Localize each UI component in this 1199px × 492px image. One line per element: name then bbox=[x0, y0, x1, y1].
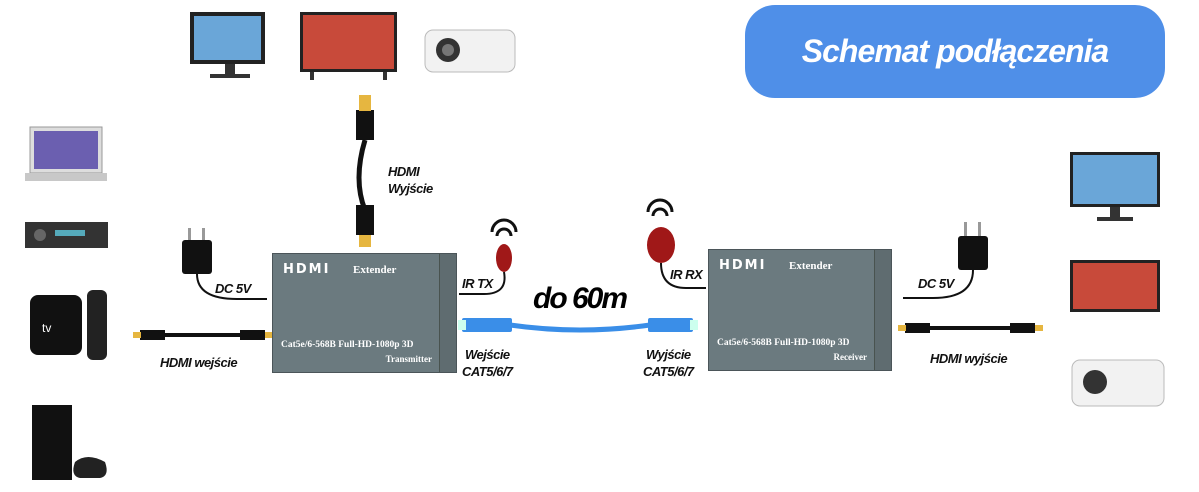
cat-cable bbox=[458, 318, 698, 333]
device-label: Extender bbox=[789, 260, 833, 272]
tv-icon-right bbox=[1070, 260, 1160, 312]
projector-icon bbox=[424, 29, 516, 73]
ir-rx-label: IR RX bbox=[670, 267, 703, 282]
dc-label-right: DC 5V bbox=[918, 276, 954, 291]
device-label: Extender bbox=[353, 264, 397, 276]
distance-label: do 60m bbox=[533, 282, 628, 315]
label-line: Wejście bbox=[464, 347, 510, 362]
ir-tx-label: IR TX bbox=[462, 276, 493, 291]
ir-receiver-icon bbox=[646, 198, 706, 289]
hdmi-logo: HDMI bbox=[283, 262, 331, 277]
hdmi-input-label: HDMI wejście bbox=[160, 355, 238, 370]
monitor-icon-right bbox=[1070, 152, 1160, 221]
device-model: Cat5e/6-568B Full-HD-1080p 3D bbox=[717, 338, 850, 348]
hdmi-output-cable-right bbox=[898, 323, 1043, 333]
hdmi-input-cable bbox=[133, 330, 273, 340]
hdmi-output-label: HDMI Wyjście bbox=[388, 163, 433, 197]
monitor-icon bbox=[190, 12, 265, 78]
device-side bbox=[874, 250, 891, 370]
label-line: Wyjście bbox=[388, 181, 433, 196]
ps4-console-icon bbox=[32, 405, 107, 480]
device-role: Transmitter bbox=[385, 354, 432, 364]
device-side bbox=[439, 254, 456, 372]
receiver-device: HDMI Extender Cat5e/6-568B Full-HD-1080p… bbox=[708, 249, 892, 371]
apple-tv-icon: tv bbox=[30, 290, 107, 360]
label-line: HDMI bbox=[388, 164, 420, 179]
power-adapter-icon bbox=[182, 228, 267, 300]
dc-label-left: DC 5V bbox=[215, 281, 251, 296]
av-receiver-icon bbox=[25, 222, 108, 248]
laptop-icon bbox=[25, 126, 107, 181]
projector-icon-right bbox=[1071, 359, 1165, 407]
transmitter-device: HDMI Extender Cat5e/6-568B Full-HD-1080p… bbox=[272, 253, 457, 373]
hdmi-output-cable bbox=[356, 95, 374, 247]
tv-icon bbox=[300, 12, 397, 80]
device-model: Cat5e/6-568B Full-HD-1080p 3D bbox=[281, 340, 414, 350]
ir-transmitter-icon bbox=[459, 218, 518, 295]
hdmi-output-right-label: HDMI wyjście bbox=[930, 351, 1008, 366]
device-role: Receiver bbox=[833, 352, 867, 362]
power-adapter-icon-right bbox=[903, 222, 988, 299]
title-banner: Schemat podłączenia bbox=[745, 5, 1165, 98]
label-line: Wyjście bbox=[645, 347, 691, 362]
hdmi-logo: HDMI bbox=[719, 258, 767, 273]
svg-text:tv: tv bbox=[42, 321, 51, 335]
label-line: CAT5/6/7 bbox=[643, 364, 694, 379]
label-line: CAT5/6/7 bbox=[462, 364, 513, 379]
